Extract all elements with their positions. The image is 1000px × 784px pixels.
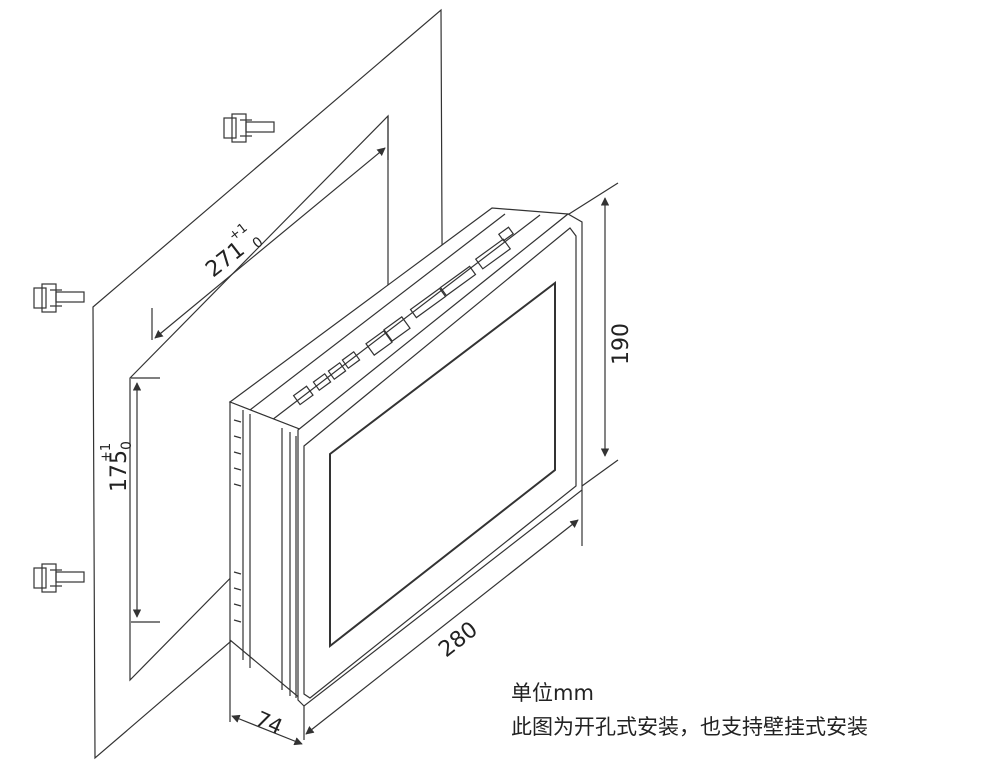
device-depth-label: 74 <box>252 707 286 740</box>
cutout-height-label: 175 <box>107 450 132 492</box>
device-width-label: 280 <box>434 617 482 663</box>
mounting-clip-middle <box>33 283 85 313</box>
device-height-label: 190 <box>609 323 634 365</box>
device-depth-dimension <box>229 640 303 746</box>
mounting-clip-bottom <box>33 563 85 593</box>
device-height-dimension <box>568 182 619 487</box>
cutout-width-dimension <box>151 116 389 340</box>
side-vents <box>233 419 242 623</box>
notes-block: 单位mm 此图为开孔式安装，也支持壁挂式安装 <box>511 676 868 744</box>
cutout-height-tol-upper: +1 <box>99 443 114 462</box>
mounting-clip-top <box>223 113 275 143</box>
cutout-height-dimension <box>131 377 160 623</box>
unit-note: 单位mm <box>511 681 594 705</box>
device-width-dimension <box>303 490 583 740</box>
mounting-note: 此图为开孔式安装，也支持壁挂式安装 <box>511 715 868 739</box>
cutout-height-tol-lower: 0 <box>119 441 135 450</box>
device-ports <box>292 226 515 406</box>
device-side-face <box>229 401 303 702</box>
